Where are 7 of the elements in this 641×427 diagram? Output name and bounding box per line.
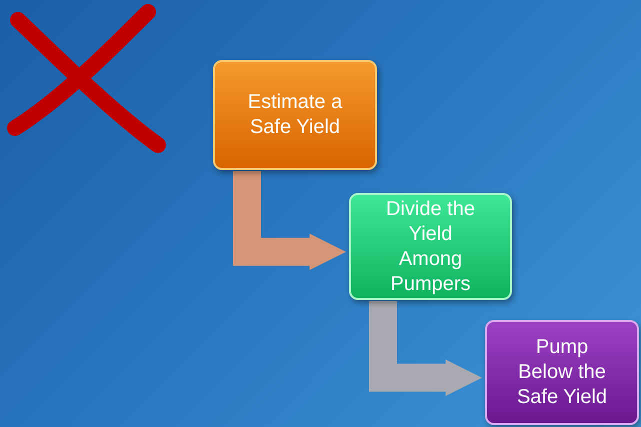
- step-text: Pump Below the Safe Yield: [516, 335, 608, 410]
- step-box: [485, 320, 639, 425]
- step-box: [349, 193, 512, 300]
- step-text: Estimate a Safe Yield: [246, 90, 344, 140]
- step-box: [213, 60, 377, 170]
- bent-arrow: [369, 301, 482, 396]
- step-text: Divide the Yield Among Pumpers: [385, 196, 476, 296]
